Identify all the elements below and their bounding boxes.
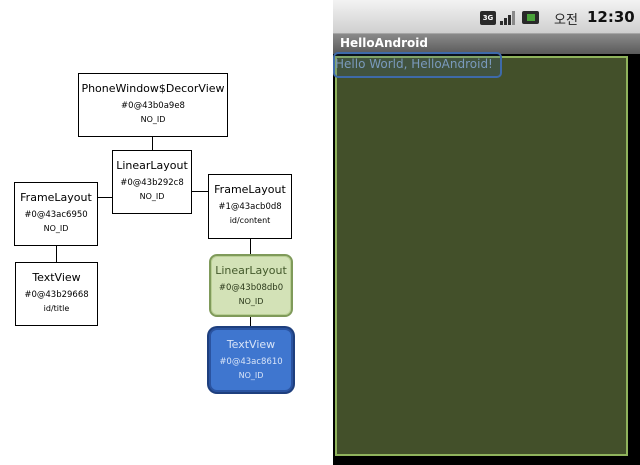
node-class: TextView	[226, 338, 276, 351]
node-id: NO_ID	[43, 224, 69, 233]
tree-node-textview-title[interactable]: TextView #0@43b29668 id/title	[15, 262, 98, 326]
node-id: NO_ID	[139, 192, 165, 201]
textview-highlight	[333, 52, 502, 78]
status-time: 12:30	[587, 8, 635, 26]
node-hash: #0@43b08db0	[218, 283, 284, 293]
app-title: HelloAndroid	[340, 36, 428, 50]
node-id: id/title	[43, 304, 70, 313]
device-screen: 3G 오전 12:30 HelloAndroid Hello World, He…	[333, 0, 640, 465]
app-title-bar: HelloAndroid	[333, 34, 640, 54]
node-class: FrameLayout	[214, 183, 286, 196]
tree-node-linearlayout-root[interactable]: LinearLayout #0@43b292c8 NO_ID	[112, 150, 192, 214]
status-bar: 3G 오전 12:30	[333, 0, 640, 34]
tree-edge	[191, 191, 208, 192]
node-id: id/content	[229, 216, 271, 225]
tree-edge	[152, 137, 153, 150]
tree-node-linearlayout-selected[interactable]: LinearLayout #0@43b08db0 NO_ID	[209, 254, 293, 317]
tree-edge	[97, 197, 112, 198]
tree-node-textview-hovered[interactable]: TextView #0@43ac8610 NO_ID	[209, 328, 293, 392]
tree-node-framelayout-title[interactable]: FrameLayout #0@43ac6950 NO_ID	[14, 182, 98, 246]
battery-icon	[522, 11, 539, 24]
tree-node-decorview[interactable]: PhoneWindow$DecorView #0@43b0a9e8 NO_ID	[78, 73, 228, 137]
node-hash: #0@43b292c8	[120, 178, 184, 188]
node-class: LinearLayout	[215, 264, 287, 277]
node-class: TextView	[32, 271, 81, 284]
node-hash: #0@43ac6950	[24, 210, 88, 220]
tree-edge	[56, 245, 57, 262]
status-ampm: 오전	[554, 13, 578, 28]
node-id: NO_ID	[238, 297, 264, 306]
network-3g-icon: 3G	[480, 11, 496, 25]
tree-node-framelayout-content[interactable]: FrameLayout #1@43acb0d8 id/content	[208, 174, 292, 239]
signal-strength-icon	[500, 11, 518, 25]
node-hash: #0@43ac8610	[219, 357, 283, 367]
tree-edge	[250, 316, 251, 328]
node-class: LinearLayout	[116, 159, 188, 172]
content-area[interactable]	[335, 56, 628, 456]
node-hash: #0@43b29668	[24, 290, 89, 300]
node-class: FrameLayout	[20, 191, 92, 204]
tree-edge	[250, 238, 251, 254]
node-id: NO_ID	[140, 115, 166, 124]
node-id: NO_ID	[238, 371, 264, 380]
node-hash: #1@43acb0d8	[218, 202, 282, 212]
node-class: PhoneWindow$DecorView	[81, 82, 225, 95]
view-hierarchy-tree: PhoneWindow$DecorView #0@43b0a9e8 NO_ID …	[14, 73, 293, 392]
hello-textview[interactable]: Hello World, HelloAndroid!	[335, 57, 493, 71]
node-hash: #0@43b0a9e8	[121, 101, 185, 111]
